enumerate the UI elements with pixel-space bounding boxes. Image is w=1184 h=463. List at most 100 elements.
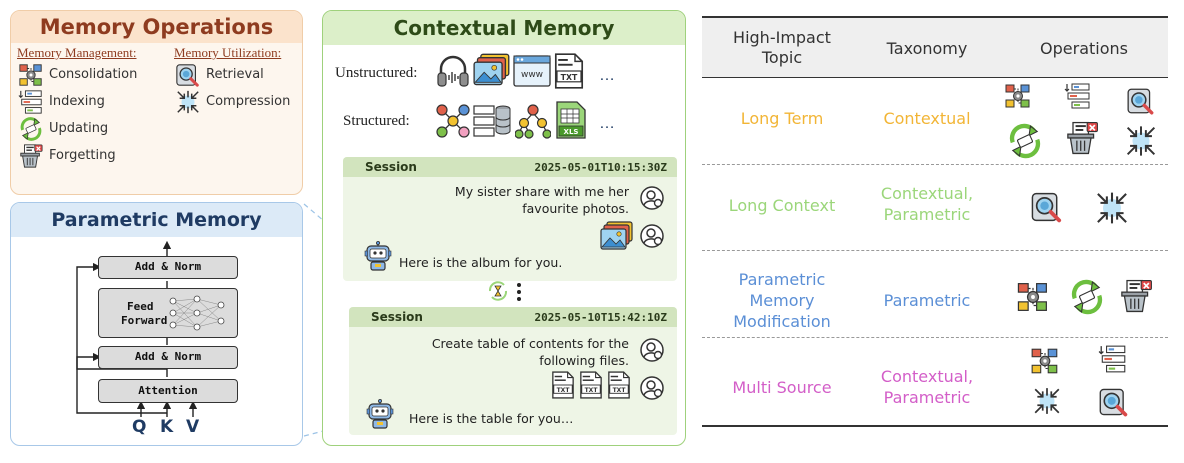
memory-operations-panel: Memory Operations Memory Management: Con… — [10, 10, 303, 195]
session-2: Session 2025-05-10T15:42:10Z Create tabl… — [349, 307, 677, 435]
user-icon — [639, 223, 665, 249]
image-icon — [473, 53, 511, 87]
session-2-label: Session — [371, 310, 423, 324]
row-long-context-taxonomy: Contextual, Parametric — [862, 183, 992, 225]
message-line: following files. — [539, 353, 629, 368]
session-1: Session 2025-05-01T10:15:30Z My sister s… — [343, 157, 677, 281]
session-1-user-message: My sister share with me her favourite ph… — [389, 183, 629, 217]
memory-management-header: Memory Management: — [17, 45, 137, 60]
session-2-reply: Here is the table for you… — [409, 411, 574, 426]
message-line: My sister share with me her — [454, 184, 629, 199]
session-1-header: Session 2025-05-01T10:15:30Z — [343, 157, 677, 177]
user-icon — [639, 337, 665, 363]
table-bottom-rule — [702, 425, 1168, 427]
op-indexing: Indexing — [17, 88, 167, 115]
topic-line2: Memory — [749, 291, 815, 310]
header-topic-line1: High-Impact — [733, 28, 831, 47]
forgetting-icon — [1118, 278, 1154, 314]
feed-forward-line1: Feed — [127, 300, 154, 313]
structured-label: Structured: — [343, 113, 410, 129]
parametric-memory-title: Parametric Memory — [11, 203, 302, 237]
op-forgetting: Forgetting — [17, 142, 167, 169]
txt-file-icon: TXT — [607, 371, 631, 399]
row-divider — [702, 250, 1168, 251]
txt-text: TXT — [561, 73, 578, 82]
attention-block: Attention — [98, 379, 238, 403]
neural-network-icon — [169, 295, 225, 331]
txt-file-icon: TXT — [553, 53, 585, 89]
taxonomy-line1: Contextual, — [880, 184, 974, 203]
web-browser-icon: www — [513, 55, 551, 87]
updating-icon — [17, 116, 45, 142]
taxonomy-line1: Contextual, — [880, 367, 974, 386]
session-1-timestamp: 2025-05-01T10:15:30Z — [534, 160, 667, 174]
txt-text: TXT — [557, 387, 571, 394]
consolidation-icon — [1016, 280, 1050, 314]
parametric-memory-panel: Parametric Memory Add & Norm Feed Forwar… — [10, 202, 303, 446]
row-long-term-topic: Long Term — [740, 109, 824, 128]
session-2-user-message: Create table of contents for the followi… — [369, 335, 629, 369]
retrieval-icon — [1030, 190, 1064, 224]
session-2-timestamp: 2025-05-10T15:42:10Z — [534, 310, 667, 324]
op-compression: Compression — [174, 88, 302, 115]
txt-file-icon: TXT — [551, 371, 575, 399]
photo-album-icon — [599, 221, 635, 251]
compression-icon — [1032, 386, 1062, 416]
row-divider — [702, 164, 1168, 165]
www-text: www — [521, 70, 543, 80]
row-multi-source-taxonomy: Contextual, Parametric — [862, 366, 992, 408]
indexing-icon — [1064, 82, 1092, 110]
header-topic: High-Impact Topic — [712, 28, 852, 68]
memory-operations-title: Memory Operations — [11, 11, 302, 43]
op-retrieval: Retrieval — [174, 61, 302, 88]
row-long-context-topic: Long Context — [728, 196, 836, 215]
structured-more: … — [599, 115, 617, 132]
op-label: Retrieval — [206, 67, 264, 82]
user-icon — [639, 375, 665, 401]
indexing-icon — [1098, 344, 1128, 374]
row-parametric-modification-taxonomy: Parametric — [883, 291, 971, 310]
topic-line3: Modification — [733, 312, 831, 331]
message-line: Create table of contents for the — [431, 336, 629, 351]
robot-icon — [363, 241, 393, 271]
forgetting-icon — [1064, 120, 1100, 156]
session-1-label: Session — [365, 160, 417, 174]
indexing-icon — [17, 89, 45, 115]
message-line: favourite photos. — [522, 201, 629, 216]
headphones-icon — [437, 55, 469, 87]
updating-icon — [1068, 278, 1106, 316]
retrieval-icon — [1098, 386, 1130, 418]
unstructured-more: … — [599, 67, 617, 84]
hourglass-cycle-icon — [488, 281, 508, 301]
taxonomy-line2: Parametric — [883, 205, 971, 224]
op-label: Consolidation — [49, 67, 138, 82]
compression-icon — [1094, 190, 1130, 226]
database-icon — [473, 105, 511, 137]
add-norm-bottom-block: Add & Norm — [98, 346, 238, 369]
topic-line1: Parametric — [738, 270, 826, 289]
session-1-reply: Here is the album for you. — [399, 255, 563, 270]
memory-utilization-header: Memory Utilization: — [174, 45, 282, 60]
row-long-term-taxonomy: Contextual — [883, 109, 971, 128]
compression-icon — [1124, 124, 1158, 158]
feed-forward-block: Feed Forward — [98, 288, 238, 338]
header-taxonomy: Taxonomy — [886, 39, 968, 58]
memory-management-column: Memory Management: Consolidation Indexin… — [17, 45, 167, 169]
txt-file-icon: TXT — [579, 371, 603, 399]
compression-icon — [174, 89, 202, 115]
op-label: Forgetting — [49, 148, 116, 163]
updating-icon — [1006, 122, 1044, 160]
header-topic-line2: Topic — [761, 48, 803, 67]
consolidation-icon — [1030, 346, 1060, 376]
add-norm-top-block: Add & Norm — [98, 256, 238, 279]
op-updating: Updating — [17, 115, 167, 142]
consolidation-icon — [1004, 82, 1032, 110]
op-label: Updating — [49, 121, 109, 136]
txt-text: TXT — [585, 387, 599, 394]
table-header — [702, 16, 1168, 78]
retrieval-icon — [1126, 86, 1156, 116]
v-label: V — [186, 417, 200, 437]
header-operations: Operations — [1040, 39, 1128, 58]
contextual-memory-panel: Contextual Memory Unstructured: www TXT … — [322, 10, 686, 446]
consolidation-icon — [17, 62, 45, 88]
